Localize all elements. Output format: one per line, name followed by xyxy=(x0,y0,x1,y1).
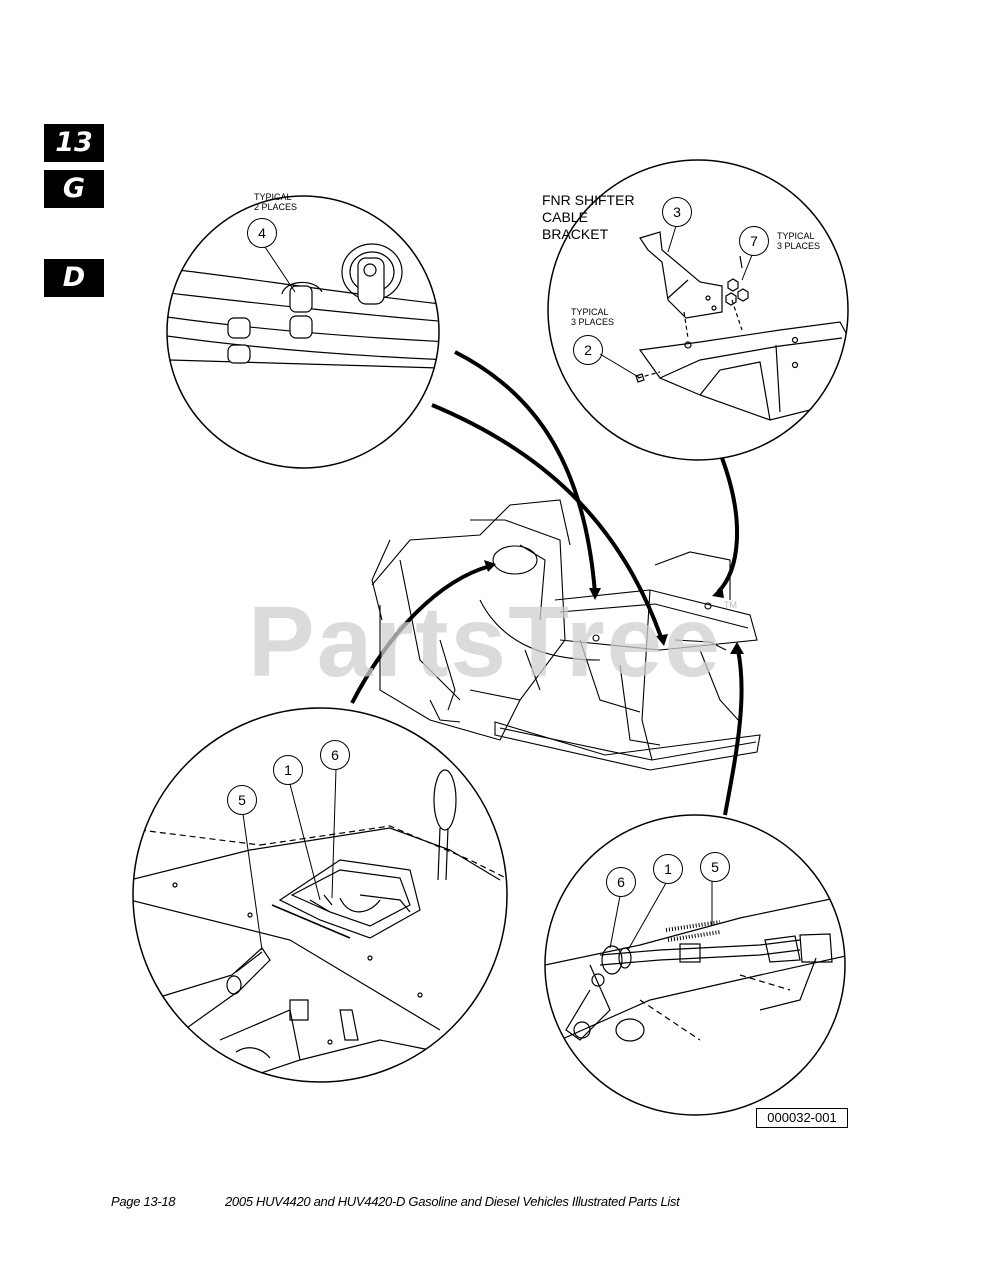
callout-5-left: 5 xyxy=(227,785,257,815)
callout-2: 2 xyxy=(573,335,603,365)
detail-circle-fnr-bracket xyxy=(547,159,849,461)
fnr-shifter-cable-bracket-label: FNR SHIFTER CABLE BRACKET xyxy=(542,192,635,242)
footer-title: 2005 HUV4420 and HUV4420-D Gasoline and … xyxy=(225,1194,680,1209)
callout-4: 4 xyxy=(247,218,277,248)
callout-6-right: 6 xyxy=(606,867,636,897)
callout-7: 7 xyxy=(739,226,769,256)
figure-id: 000032-001 xyxy=(756,1108,848,1128)
section-tab-g: G xyxy=(44,170,104,208)
callout-3: 3 xyxy=(662,197,692,227)
detail-circle-shift-lever xyxy=(132,707,508,1083)
callout-1-left: 1 xyxy=(273,755,303,785)
callout-5-right: 5 xyxy=(700,852,730,882)
vehicle-frame xyxy=(371,499,761,771)
watermark: PartsTree xyxy=(248,586,722,698)
detail-circle-clamps xyxy=(166,195,440,469)
callout-1-right: 1 xyxy=(653,854,683,884)
note-typical-2-places: TYPICAL 2 PLACES xyxy=(254,192,298,212)
detail-circle-cable-end xyxy=(544,814,846,1116)
leader-lines xyxy=(350,350,744,816)
section-tab-d: D xyxy=(44,259,104,297)
watermark-trademark: TM xyxy=(724,600,737,610)
callout-6-left: 6 xyxy=(320,740,350,770)
note-typical-3-places-left: TYPICAL 3 PLACES xyxy=(571,307,615,327)
section-tab-13: 13 xyxy=(44,124,104,162)
footer-page-number: Page 13-18 xyxy=(111,1194,176,1209)
note-typical-3-places-top: TYPICAL 3 PLACES xyxy=(777,231,821,251)
